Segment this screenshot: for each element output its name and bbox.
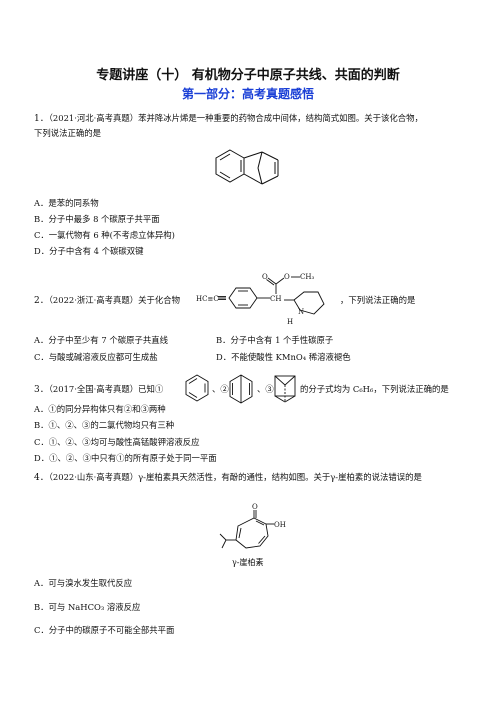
section-title: 第一部分：高考真题感悟 bbox=[181, 87, 314, 101]
benzene-structure bbox=[185, 374, 209, 402]
compound-structure-q2: HC≡C CH O O CH₃ N H bbox=[196, 273, 325, 326]
label-ch: CH bbox=[270, 295, 281, 303]
page-title: 专题讲座（十） 有机物分子中原子共线、共面的判断 bbox=[96, 68, 400, 83]
question-text: （2022·浙江·高考真题）关于化合物 bbox=[48, 295, 181, 305]
q3-option-a: A．①的同分异构体只有②和③两种 bbox=[34, 404, 166, 414]
question-3-stem-post: 的分子式均为 C₆H₆，下列说法正确的是 bbox=[300, 384, 449, 394]
label-ch3: CH₃ bbox=[300, 273, 314, 281]
label-n: N bbox=[298, 308, 304, 316]
q4-option-c: C．分子中的碳原子不可能全部共平面 bbox=[34, 625, 175, 635]
q1-option-b: B．分子中最多 8 个碳原子共平面 bbox=[34, 214, 160, 224]
q3-mark-3: 、③ bbox=[257, 384, 274, 394]
q4-option-a: A．可与溴水发生取代反应 bbox=[34, 578, 133, 588]
benzonorbornene-structure bbox=[215, 149, 279, 185]
question-1-stem-2: 下列说法正确的是 bbox=[34, 128, 101, 138]
q3-option-d: D．①、②、③中只有①的所有原子处于同一平面 bbox=[34, 453, 217, 463]
q2-option-c: C．与酸或碱溶液反应都可生成盐 bbox=[34, 352, 158, 362]
question-2-stem-post: ，下列说法正确的是 bbox=[340, 295, 416, 305]
q2-option-d: D．不能使酸性 KMnO₄ 稀溶液褪色 bbox=[216, 352, 351, 362]
q4-option-b: B．可与 NaHCO₃ 溶液反应 bbox=[34, 602, 141, 612]
question-3-stem-pre: 3．（2017·全国·高考真题）已知① bbox=[34, 383, 163, 396]
question-number: 1． bbox=[34, 114, 49, 124]
question-4-stem: 4．（2022·山东·高考真题）γ-崖柏素具天然活性，有酚的通性，结构如图。关于… bbox=[34, 471, 422, 484]
question-2-stem-pre: 2．（2022·浙江·高考真题）关于化合物 bbox=[34, 294, 180, 307]
prismane-structure bbox=[274, 375, 296, 403]
question-number: 4． bbox=[34, 473, 49, 483]
label-oh: OH bbox=[274, 521, 286, 529]
question-text: （2017·全国·高考真题）已知① bbox=[48, 384, 164, 394]
q1-option-a: A．是苯的同系物 bbox=[34, 198, 99, 208]
gamma-thujaplicin-structure: O OH bbox=[219, 503, 286, 549]
label-h: H bbox=[287, 318, 293, 326]
label-hcc: HC≡C bbox=[196, 295, 219, 303]
label-o-ester: O bbox=[284, 273, 290, 281]
q1-option-c: C．一氯代物有 6 种(不考虑立体异构) bbox=[34, 230, 175, 240]
label-o: O bbox=[252, 503, 258, 511]
question-text: （2022·山东·高考真题）γ-崖柏素具天然活性，有酚的通性，结构如图。关于γ-… bbox=[48, 472, 422, 482]
q1-option-d: D．分子中含有 4 个碳碳双键 bbox=[34, 246, 144, 256]
question-number: 2． bbox=[34, 296, 49, 306]
label-o-top: O bbox=[262, 273, 268, 281]
q3-mark-2: 、② bbox=[212, 384, 229, 394]
q2-option-b: B．分子中含有 1 个手性碳原子 bbox=[216, 335, 334, 345]
question-number: 3． bbox=[34, 385, 49, 395]
structure-caption: γ-崖柏素 bbox=[232, 558, 264, 567]
q3-option-c: C．①、②、③均可与酸性高锰酸钾溶液反应 bbox=[34, 437, 200, 447]
dewar-benzene-structure bbox=[229, 374, 253, 404]
q3-option-b: B．①、②、③的二氯代物均只有三种 bbox=[34, 420, 175, 430]
q2-option-a: A．分子中至少有 7 个碳原子共直线 bbox=[34, 335, 168, 345]
question-text: （2021·河北·高考真题）苯并降冰片烯是一种重要的药物合成中间体，结构简式如图… bbox=[48, 113, 423, 123]
question-1-stem: 1．（2021·河北·高考真题）苯并降冰片烯是一种重要的药物合成中间体，结构简式… bbox=[34, 112, 423, 125]
